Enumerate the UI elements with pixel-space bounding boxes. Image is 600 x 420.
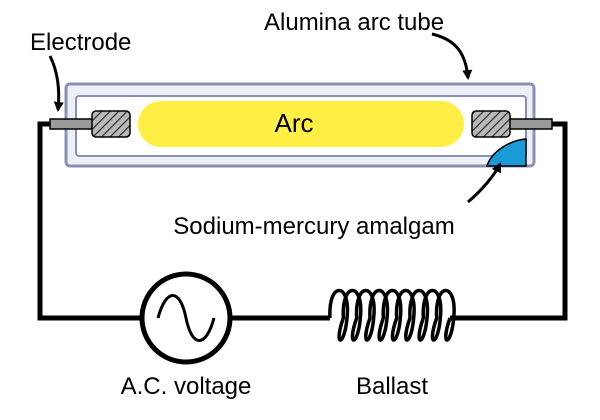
electrode-left: [49, 110, 131, 138]
arc-tube-arrow: [431, 32, 473, 80]
amalgam-droplet: [485, 138, 527, 167]
ballast-label: Ballast: [356, 373, 428, 400]
electrode-label: Electrode: [30, 29, 131, 56]
ac-source: [139, 271, 233, 365]
arc-label: Arc: [275, 108, 314, 138]
arc-discharge: [138, 101, 464, 147]
ballast-coil: [328, 288, 456, 342]
sine-wave-icon: [156, 294, 216, 342]
electrode-right: [471, 110, 553, 138]
amalgam-arrow: [467, 162, 502, 204]
arc-tube-label: Alumina arc tube: [264, 9, 444, 36]
ac-voltage-label: A.C. voltage: [121, 373, 252, 400]
electrode-arrow: [48, 55, 64, 112]
amalgam-label: Sodium-mercury amalgam: [173, 213, 454, 240]
